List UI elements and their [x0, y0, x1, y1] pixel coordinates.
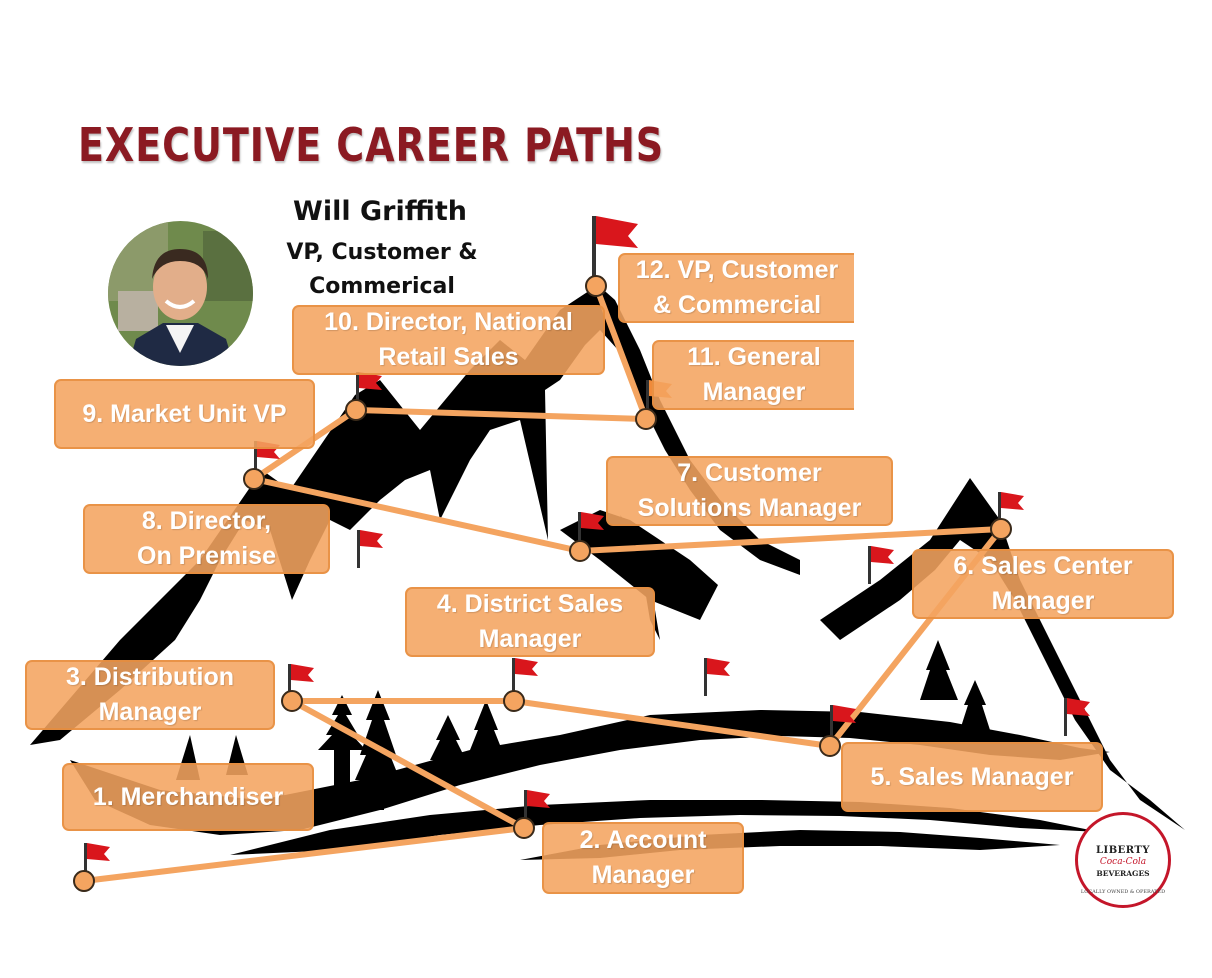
step-box-12: 12. VP, Customer & Commercial [618, 253, 854, 323]
flag-icon [524, 790, 550, 828]
logo-text-tagline: LOCALLY OWNED & OPERATED [1080, 889, 1166, 895]
flag-icon [512, 658, 538, 696]
step-label: Solutions Manager [637, 494, 862, 522]
flag-markers [84, 216, 1090, 881]
step-label: 2. Account [579, 826, 707, 854]
step-label: Manager [991, 587, 1095, 615]
person-role-line1: VP, Customer & [286, 240, 478, 265]
step-label: 12. VP, Customer [635, 256, 839, 284]
person-photo [108, 221, 253, 366]
avatar-icon [108, 221, 253, 366]
step-node-4 [503, 690, 525, 712]
logo-text-beverages: BEVERAGES [1096, 869, 1150, 878]
step-label: 3. Distribution [65, 663, 235, 691]
step-box-9: 9. Market Unit VP [54, 379, 315, 449]
step-node-8 [243, 468, 265, 490]
step-box-5: 5. Sales Manager [841, 742, 1103, 812]
step-box-8: 8. Director, On Premise [83, 504, 330, 574]
person-name: Will Griffith [293, 196, 467, 227]
step-node-1 [73, 870, 95, 892]
step-label: 7. Customer [677, 459, 822, 487]
company-logo: LIBERTY Coca-Cola BEVERAGES LOCALLY OWNE… [1075, 812, 1171, 908]
step-box-11: 11. General Manager [652, 340, 854, 410]
step-label: Manager [591, 861, 695, 889]
career-path-line [81, 283, 1004, 884]
flag-icon [578, 512, 604, 550]
step-label: 11. General [687, 343, 821, 371]
step-box-7: 7. Customer Solutions Manager [606, 456, 893, 526]
step-box-1: 1. Merchandiser [62, 763, 314, 831]
flag-icon [704, 658, 730, 696]
step-nodes [73, 275, 1012, 892]
step-label: On Premise [137, 542, 276, 570]
flag-icon [830, 705, 856, 743]
step-node-9 [345, 399, 367, 421]
step-node-5 [819, 735, 841, 757]
flag-icon [84, 843, 110, 881]
person-role: VP, Customer & Commerical [262, 236, 502, 304]
step-label: Manager [478, 625, 582, 653]
flag-icon [288, 664, 314, 702]
step-label: 8. Director, [141, 507, 272, 535]
page-title: EXECUTIVE CAREER PATHS [78, 118, 665, 172]
flag-icon [998, 492, 1024, 530]
step-label: 4. District Sales [436, 590, 624, 618]
step-label: Manager [98, 698, 202, 726]
flag-icon [868, 546, 894, 584]
step-box-10: 10. Director, National Retail Sales [292, 305, 605, 375]
flag-icon [1064, 698, 1090, 736]
step-box-3: 3. Distribution Manager [25, 660, 275, 730]
step-node-6 [990, 518, 1012, 540]
step-node-3 [281, 690, 303, 712]
step-label: Manager [702, 378, 806, 406]
flag-icon [357, 530, 383, 568]
person-role-line2: Commerical [309, 274, 455, 299]
step-node-12 [585, 275, 607, 297]
flag-icon [356, 372, 382, 410]
logo-text-liberty: LIBERTY [1096, 845, 1150, 856]
step-box-4: 4. District Sales Manager [405, 587, 655, 657]
step-label: & Commercial [652, 291, 822, 319]
step-label: Retail Sales [378, 343, 519, 371]
step-label: 10. Director, National [324, 308, 573, 336]
step-label: 5. Sales Manager [870, 762, 1074, 791]
step-node-2 [513, 817, 535, 839]
step-label: 6. Sales Center [953, 552, 1133, 580]
logo-text-coca-cola: Coca-Cola [1099, 857, 1147, 867]
step-box-2: 2. Account Manager [542, 822, 744, 894]
step-node-10 [635, 408, 657, 430]
step-box-6: 6. Sales Center Manager [912, 549, 1174, 619]
step-node-7 [569, 540, 591, 562]
step-label: 9. Market Unit VP [82, 399, 287, 428]
flag-icon [592, 216, 638, 286]
step-label: 1. Merchandiser [92, 782, 284, 811]
